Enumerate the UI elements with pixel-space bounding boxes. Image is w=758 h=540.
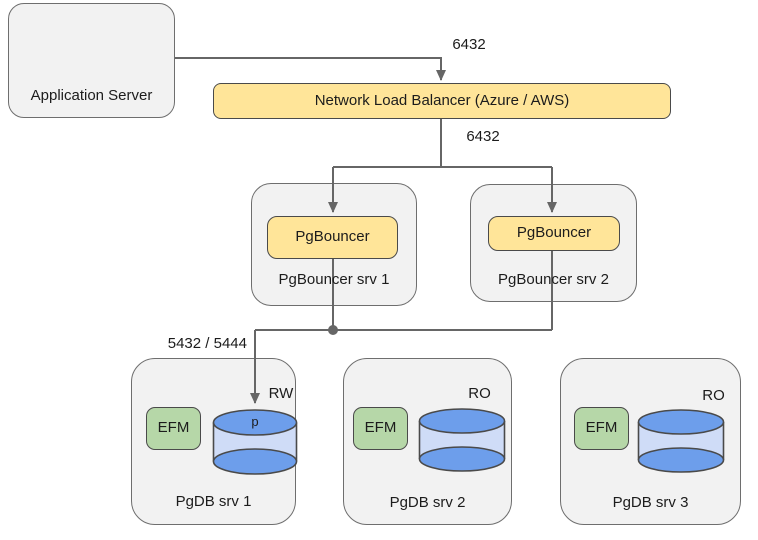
efm-box-1: EFM [146, 407, 201, 450]
pgbouncer-srv-2-label: PgBouncer srv 2 [498, 271, 609, 288]
port-label-app-to-lb: 6432 [452, 36, 486, 53]
efm-box-3: EFM [574, 407, 629, 450]
efm-label-3: EFM [585, 419, 618, 437]
app-server-node: Application Server [8, 3, 175, 118]
efm-box-2: EFM [353, 407, 408, 450]
port-label-pgbouncer-to-db: 5432 / 5444 [167, 335, 247, 352]
pgbouncer-1-process-label: PgBouncer [295, 228, 370, 246]
app-server-label: Application Server [30, 87, 153, 104]
pgbouncer-2-process-box: PgBouncer [488, 216, 620, 251]
pgbouncer-2-process-label: PgBouncer [516, 224, 592, 242]
database-cylinder-2 [418, 408, 506, 472]
db-role-label-2: RO [468, 385, 491, 402]
pgdb-srv-2-label: PgDB srv 2 [389, 494, 466, 511]
pgdb-srv-1-label: PgDB srv 1 [175, 493, 252, 510]
pgbouncer-srv-1-label: PgBouncer srv 1 [278, 271, 390, 288]
efm-label-2: EFM [364, 419, 397, 437]
load-balancer-label: Network Load Balancer (Azure / AWS) [314, 91, 570, 109]
pgdb-srv-3-label: PgDB srv 3 [612, 494, 689, 511]
load-balancer-node: Network Load Balancer (Azure / AWS) [213, 83, 671, 119]
database-cylinder-1 [212, 409, 298, 475]
efm-label-1: EFM [157, 419, 190, 437]
database-cylinder-3 [637, 409, 725, 473]
edge-appserver-to-lb [175, 57, 446, 81]
db-role-label-3: RO [702, 387, 725, 404]
port-label-lb-to-pgbouncer: 6432 [466, 128, 500, 145]
pgbouncer-1-process-box: PgBouncer [267, 216, 398, 259]
db-role-label-1: RW [268, 385, 294, 402]
db-name-label-1: p [251, 414, 259, 429]
junction-dot [328, 325, 338, 335]
